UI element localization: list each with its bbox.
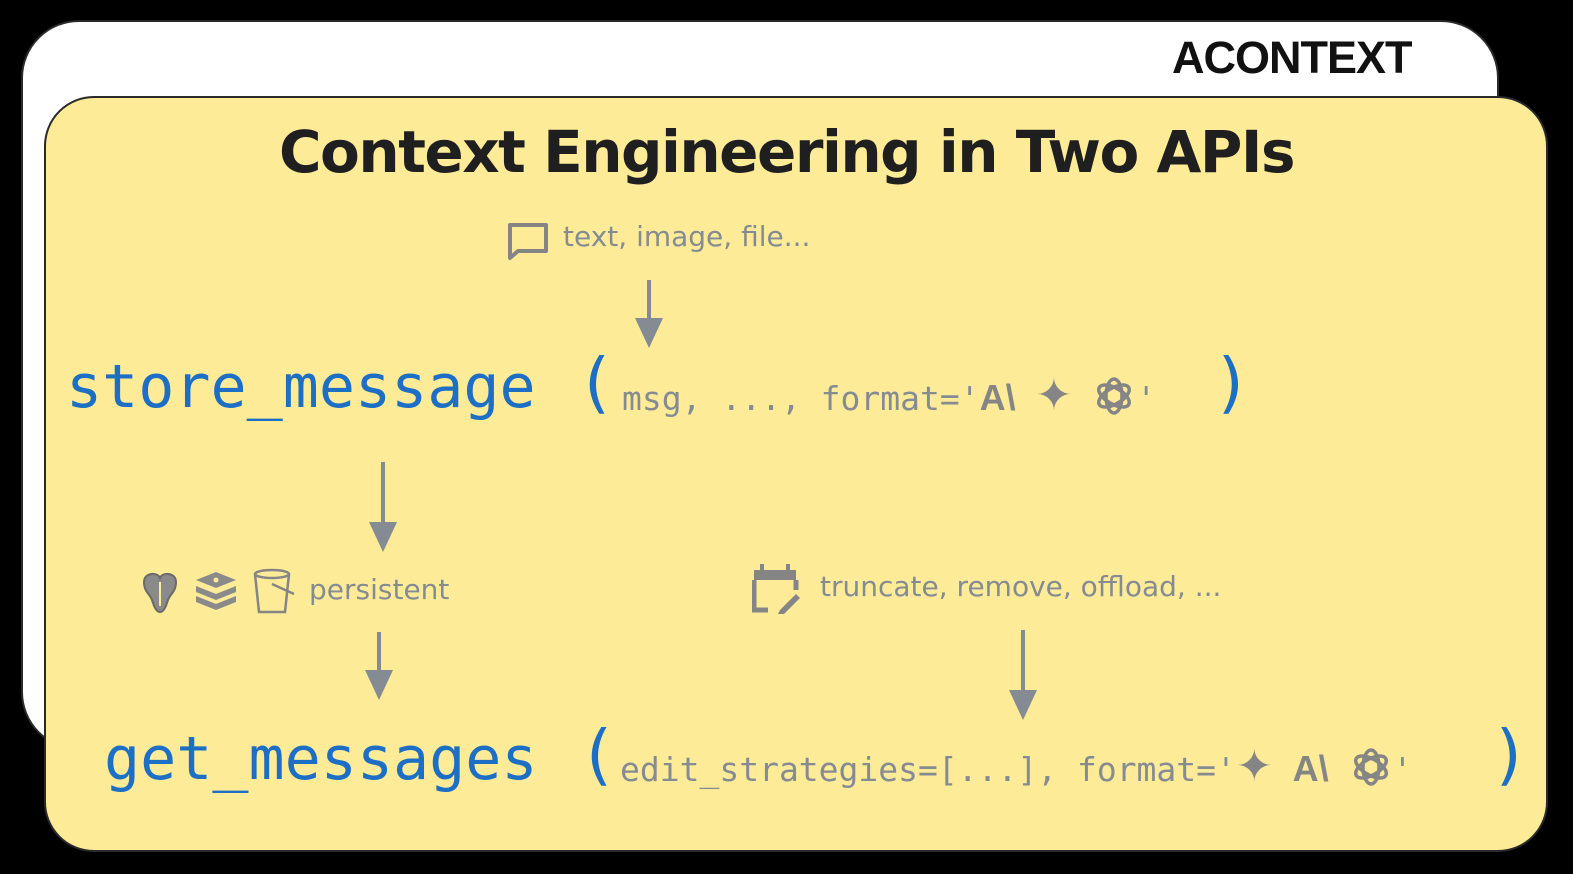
close-paren: ) bbox=[1212, 344, 1252, 421]
arrow-down-icon bbox=[365, 632, 393, 700]
args-text: edit_strategies=[...], format=' bbox=[620, 750, 1236, 789]
input-types-note: text, image, file... bbox=[563, 220, 811, 253]
openai-icon bbox=[1353, 748, 1388, 786]
diagram-card bbox=[44, 96, 1548, 852]
get-messages-args: edit_strategies=[...], format='✦ A\ ' bbox=[620, 741, 1412, 792]
message-square-icon bbox=[508, 223, 548, 260]
anthropic-icon: A\ bbox=[1292, 748, 1329, 789]
open-paren: ( bbox=[576, 344, 616, 421]
edit-strategies-note: truncate, remove, offload, ... bbox=[820, 570, 1222, 603]
args-quote: ' bbox=[1392, 750, 1413, 789]
arrow-down-icon bbox=[1009, 630, 1037, 720]
redis-icon bbox=[196, 572, 236, 610]
get-messages-function: get_messages bbox=[104, 724, 538, 794]
postgres-icon bbox=[142, 572, 178, 614]
gemini-icon: ✦ bbox=[1035, 370, 1073, 421]
persistent-note: persistent bbox=[309, 573, 450, 606]
store-message-function: store_message bbox=[66, 352, 536, 422]
calendar-edit-icon bbox=[752, 564, 800, 614]
args-text: msg, ..., format=' bbox=[622, 379, 980, 418]
diagram-title: Context Engineering in Two APIs bbox=[278, 118, 1296, 186]
s3-bucket-icon bbox=[253, 568, 295, 614]
args-quote: ' bbox=[1136, 379, 1157, 418]
arrow-down-icon bbox=[635, 280, 663, 348]
store-message-args: msg, ..., format='A\ ✦ ' bbox=[622, 370, 1156, 421]
open-paren: ( bbox=[578, 716, 618, 793]
openai-icon bbox=[1097, 377, 1132, 415]
gemini-icon: ✦ bbox=[1235, 741, 1273, 792]
close-paren: ) bbox=[1490, 716, 1530, 793]
arrow-down-icon bbox=[369, 462, 397, 552]
acontext-logo: ACONTEXT bbox=[1172, 32, 1412, 83]
anthropic-icon: A\ bbox=[979, 377, 1016, 418]
